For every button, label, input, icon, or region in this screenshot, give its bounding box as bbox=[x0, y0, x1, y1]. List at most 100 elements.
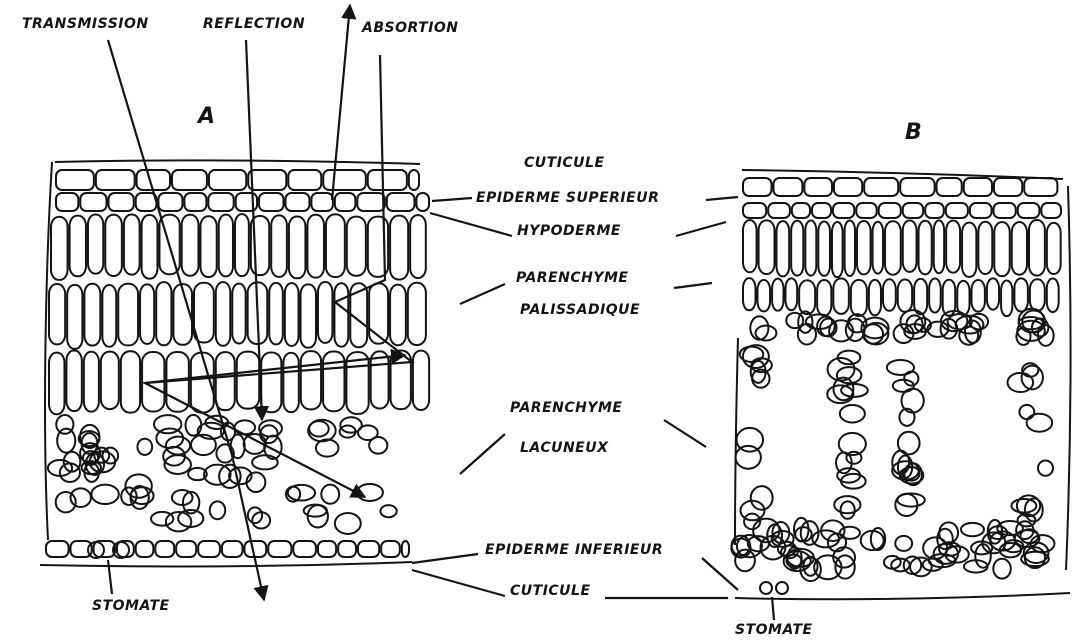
hypodermis-cell bbox=[208, 193, 233, 211]
palisade-cell bbox=[873, 222, 883, 274]
spongy-cell bbox=[1019, 405, 1034, 419]
palisade-cell bbox=[1012, 222, 1027, 274]
spongy-cell bbox=[369, 437, 387, 454]
hypodermis-cell bbox=[994, 203, 1016, 218]
palisade-cell bbox=[832, 222, 843, 277]
spongy-cell bbox=[151, 512, 173, 526]
lower-epidermis-cell bbox=[939, 522, 958, 543]
lower-epidermis-cell bbox=[268, 541, 291, 557]
epidermis-cell bbox=[937, 178, 962, 196]
palisade-cell bbox=[805, 220, 816, 275]
palisade-cell bbox=[219, 215, 233, 277]
lower-epidermis-cell bbox=[46, 541, 69, 557]
spongy-cell bbox=[308, 420, 336, 442]
leaf-edge bbox=[45, 162, 52, 540]
palisade-cell bbox=[307, 215, 324, 278]
palisade-cell bbox=[929, 279, 941, 313]
hypodermis-cell bbox=[80, 193, 106, 211]
epidermis-cell bbox=[773, 178, 802, 196]
hypodermis-cell bbox=[158, 193, 182, 211]
epidermis-cell bbox=[172, 170, 207, 190]
palisade-cell bbox=[285, 283, 299, 346]
hypodermis-cell bbox=[879, 203, 901, 218]
spongy-cell bbox=[737, 428, 764, 452]
hypodermis-cell bbox=[856, 203, 876, 218]
spongy-cell bbox=[335, 513, 361, 534]
palisade-cell bbox=[124, 214, 140, 274]
palisade-cell bbox=[49, 284, 65, 344]
parenchyme-lacuneux-label-line1: PARENCHYME bbox=[510, 400, 623, 416]
cuticle-line bbox=[40, 562, 412, 566]
spongy-cell bbox=[786, 313, 803, 328]
hypodermis-cell bbox=[109, 193, 134, 211]
palisade-cell bbox=[818, 221, 830, 275]
spongy-cell bbox=[887, 360, 914, 375]
leader-line bbox=[432, 198, 472, 201]
palisade-cell bbox=[410, 215, 426, 278]
palisade-cell bbox=[301, 284, 316, 347]
epidermis-cell bbox=[323, 170, 366, 190]
palisade-cell bbox=[743, 278, 755, 310]
epidermis-cell bbox=[137, 170, 170, 190]
hypodermis-cell bbox=[311, 193, 332, 211]
palisade-cell bbox=[70, 216, 86, 277]
hypodermis-cell bbox=[136, 193, 157, 211]
leader-line bbox=[772, 597, 774, 620]
palisade-cell bbox=[1029, 220, 1045, 276]
hypodermis-cell bbox=[792, 203, 810, 218]
leader-line bbox=[412, 554, 478, 563]
leader-line bbox=[460, 434, 505, 474]
epidermis-cell bbox=[900, 178, 934, 196]
palisade-cell bbox=[323, 352, 344, 412]
palisade-cell bbox=[1001, 280, 1012, 316]
palisade-cell bbox=[216, 282, 230, 346]
palisade-cell bbox=[289, 217, 306, 279]
palisade-cell bbox=[200, 216, 216, 277]
lower-epidermis-cell bbox=[840, 527, 860, 539]
spongy-cell bbox=[321, 485, 339, 504]
palisade-cell bbox=[1030, 279, 1045, 310]
palisade-cell bbox=[833, 278, 848, 313]
palisade-cell bbox=[105, 215, 122, 276]
epidermis-cell bbox=[743, 178, 771, 196]
lower-epidermis-cell bbox=[895, 536, 912, 551]
palisade-cell bbox=[1014, 278, 1027, 311]
lower-epidermis-cell bbox=[338, 541, 356, 557]
spongy-cell bbox=[841, 501, 855, 519]
palisade-cell bbox=[898, 280, 912, 312]
hypodermis-cell bbox=[56, 193, 78, 211]
hypoderme-label: HYPODERME bbox=[517, 223, 621, 239]
epidermis-cell bbox=[409, 170, 419, 190]
palisade-cell bbox=[759, 220, 775, 274]
spongy-cell bbox=[288, 485, 315, 501]
leaf-section-a bbox=[40, 160, 429, 566]
spongy-cell bbox=[904, 372, 918, 386]
palisade-cell bbox=[84, 352, 99, 412]
epidermis-cell bbox=[804, 178, 832, 196]
palisade-cell bbox=[869, 280, 881, 315]
leaf-section-b bbox=[731, 170, 1070, 599]
leader-line bbox=[430, 213, 512, 236]
palisade-cell bbox=[978, 222, 992, 274]
hypodermis-cell bbox=[743, 203, 766, 218]
palisade-cell bbox=[142, 215, 158, 279]
leader-line bbox=[108, 560, 112, 594]
spongy-cell bbox=[252, 455, 278, 469]
lower-epidermis-cell bbox=[198, 541, 220, 557]
scattered-ray bbox=[145, 355, 405, 383]
lower-epidermis-cell bbox=[136, 541, 154, 557]
lower-epidermis-cell bbox=[381, 541, 400, 557]
palisade-cell bbox=[182, 215, 199, 276]
parenchyme-lacuneux-label-line2: LACUNEUX bbox=[520, 440, 608, 456]
spongy-cell bbox=[743, 345, 769, 368]
guard-cell bbox=[776, 582, 788, 594]
reflection-label: REFLECTION bbox=[203, 16, 305, 32]
spongy-cell bbox=[380, 505, 396, 517]
palisade-cell bbox=[140, 284, 154, 344]
palisade-cell bbox=[987, 278, 999, 309]
spongy-cell bbox=[204, 465, 230, 485]
spongy-cell bbox=[840, 405, 865, 423]
lower-epidermis-cell bbox=[358, 541, 379, 557]
transmission-label: TRANSMISSION bbox=[22, 16, 149, 32]
spongy-cell bbox=[841, 384, 868, 397]
